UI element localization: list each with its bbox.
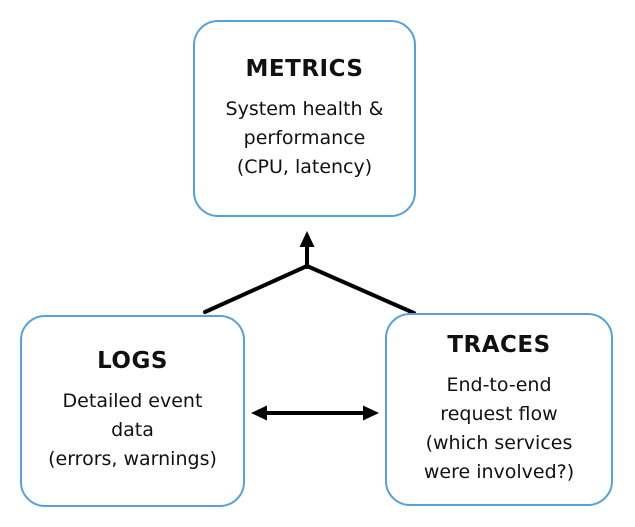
traces-title: TRACES <box>447 332 551 358</box>
node-metrics: METRICS System health & performance (CPU… <box>193 20 416 217</box>
left-arrowhead-icon <box>251 405 267 421</box>
metrics-title: METRICS <box>245 55 364 82</box>
traces-description: End-to-end request flow (which services … <box>423 374 575 483</box>
node-traces: TRACES End-to-end request flow (which se… <box>385 313 613 506</box>
right-arrowhead-icon <box>363 405 379 421</box>
logs-to-metrics-arrow <box>203 264 309 314</box>
metrics-description: System health & performance (CPU, latenc… <box>225 97 384 178</box>
up-arrowhead-icon <box>299 231 315 247</box>
logs-description: Detailed event data (errors, warnings) <box>48 390 217 470</box>
traces-to-metrics-arrow <box>305 264 416 315</box>
logs-title: LOGS <box>97 348 168 374</box>
node-logs: LOGS Detailed event data (errors, warnin… <box>20 315 245 507</box>
